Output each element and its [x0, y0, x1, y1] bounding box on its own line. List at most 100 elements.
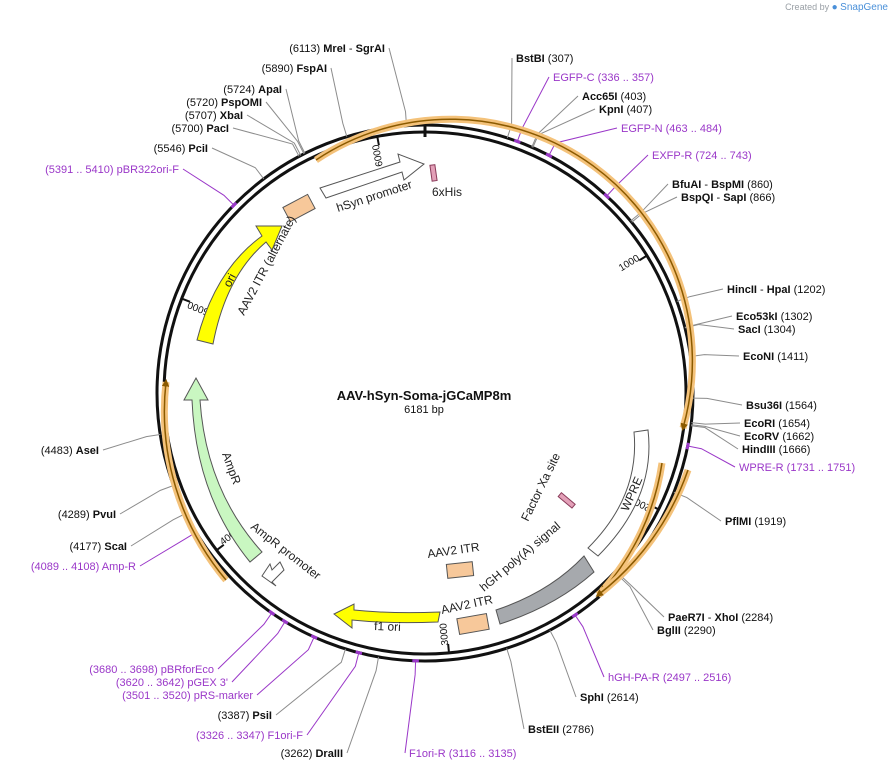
- primer-name: EXFP-R: [652, 150, 695, 162]
- site-leader-line: [232, 127, 300, 157]
- site-leader-line: [119, 485, 174, 515]
- itr-alternate-box: [282, 193, 316, 223]
- site-leader-line: [690, 425, 739, 450]
- primer-label: (5391 .. 5410) pBR322ori-F: [45, 164, 179, 176]
- wpre-arrow: [587, 429, 650, 557]
- primer-range: (336 .. 357): [598, 72, 654, 84]
- watermark-brand: SnapGene: [840, 2, 888, 13]
- site-left: (4289): [58, 509, 93, 521]
- site-name: Eco53kI: [736, 311, 778, 323]
- restriction-site-label: KpnI (407): [599, 104, 652, 116]
- restriction-site-label: (5700) PacI: [172, 123, 230, 135]
- site-name: PacI: [206, 123, 229, 135]
- primer-label: (3680 .. 3698) pBRforEco: [89, 664, 214, 676]
- restriction-site-label: HindIII (1666): [742, 444, 810, 456]
- restriction-site-label: (5720) PspOMI: [186, 97, 262, 109]
- ruler-tick-1000: [638, 255, 647, 262]
- site-leader-line: [620, 575, 665, 618]
- primer-range: (463 .. 484): [666, 123, 722, 135]
- primer-name: pBRforEco: [161, 664, 214, 676]
- site-right: (1564): [782, 400, 817, 412]
- primer-leader-line: [256, 636, 315, 696]
- primer-range: (3116 .. 3135): [449, 748, 517, 760]
- primer-label: (3501 .. 3520) pRS-marker: [122, 690, 253, 702]
- primer-leader-line: [687, 445, 736, 468]
- primer-leader-line: [404, 660, 417, 754]
- hgh-polya-arrow: [495, 555, 595, 625]
- primer-label: F1ori-R (3116 .. 3135): [409, 748, 516, 760]
- primer-binding-mark: [268, 609, 276, 616]
- site-right: (1411): [774, 351, 808, 363]
- restriction-site-label: (3262) DraIII: [281, 748, 343, 760]
- hgh-polya-label: hGH poly(A) signal: [477, 519, 563, 594]
- site-sep: -: [713, 192, 723, 204]
- primer-label: hGH-PA-R (2497 .. 2516): [608, 672, 731, 684]
- site-left: (5700): [172, 123, 207, 135]
- site-name: AseI: [76, 445, 99, 457]
- his-tag-label: 6xHis: [432, 185, 462, 199]
- plasmid-name: AAV-hSyn-Soma-jGCaMP8m: [337, 388, 512, 403]
- site-right: (1304): [761, 324, 796, 336]
- primer-name: hGH-PA-R: [608, 672, 663, 684]
- primer-leader-line: [182, 168, 235, 206]
- site-leader-line: [619, 576, 654, 631]
- restriction-site-label: PflMI (1919): [725, 516, 786, 528]
- restriction-site-label: (5707) XbaI: [185, 110, 243, 122]
- ampr-label: AmpR: [219, 450, 244, 486]
- primer-binding-mark: [545, 152, 553, 159]
- watermark: Created by ● SnapGene: [785, 2, 888, 13]
- restriction-site-label: EcoRI (1654): [744, 418, 810, 430]
- site-right: (2290): [681, 625, 716, 637]
- primer-name: pRS-marker: [194, 690, 254, 702]
- site-leader-line: [549, 629, 577, 698]
- site-leader-line: [130, 513, 186, 547]
- site-left: (4177): [70, 541, 105, 553]
- site-leader-line: [246, 114, 302, 156]
- site-name: HincII: [727, 284, 757, 296]
- primer-label: (3326 .. 3347) F1ori-F: [196, 730, 303, 742]
- restriction-site-label: (4289) PvuI: [58, 509, 116, 521]
- site-name: BglII: [657, 625, 681, 637]
- site-name: EcoRV: [744, 431, 780, 443]
- site-sep: -: [701, 179, 711, 191]
- ori-label: ori: [220, 271, 239, 289]
- site-left: (4483): [41, 445, 76, 457]
- site-left: (3387): [218, 710, 253, 722]
- site-right: (2786): [559, 724, 594, 736]
- primer-label: EXFP-R (724 .. 743): [652, 150, 752, 162]
- ruler-label: 1000: [617, 253, 642, 274]
- primer-label: (3620 .. 3642) pGEX 3': [116, 677, 228, 689]
- site-leader-line: [265, 101, 305, 155]
- site-right: (1302): [778, 311, 813, 323]
- site-right: (866): [746, 192, 775, 204]
- watermark-prefix: Created by: [785, 2, 830, 12]
- restriction-site-label: (5890) FspAI: [262, 63, 327, 75]
- site-left: (5707): [185, 110, 220, 122]
- restriction-site-label: BstBI (307): [516, 53, 573, 65]
- primer-label: EGFP-N (463 .. 484): [621, 123, 722, 135]
- restriction-site-label: HincII - HpaI (1202): [727, 284, 825, 296]
- restriction-site-label: SphI (2614): [580, 692, 639, 704]
- primer-binding-mark: [685, 442, 690, 450]
- site-name: BstEII: [528, 724, 559, 736]
- f1-ori-label: f1 ori: [374, 619, 401, 634]
- site-name: PflMI: [725, 516, 751, 528]
- primer-range: (724 .. 743): [695, 150, 751, 162]
- his-tag-marker: [429, 164, 438, 182]
- ampr-span-arc-core: [161, 379, 227, 581]
- site-leader-line: [285, 88, 306, 154]
- site-name: PvuI: [93, 509, 116, 521]
- insert-span-arc-core: [315, 118, 694, 431]
- restriction-site-label: Eco53kI (1302): [736, 311, 812, 323]
- primer-name: EGFP-N: [621, 123, 666, 135]
- site-left: (5546): [154, 143, 189, 155]
- primer-name: EGFP-C: [553, 72, 598, 84]
- site-left: (3262): [281, 748, 316, 760]
- primer-leader-line: [574, 614, 605, 678]
- site-left: (5724): [223, 84, 258, 96]
- site-leader-line: [692, 397, 743, 406]
- factor-xa-label: Factor Xa site: [518, 450, 563, 523]
- site-leader-line: [211, 147, 265, 180]
- ruler-tick-3000: [447, 643, 450, 652]
- restriction-site-label: (4177) ScaI: [70, 541, 128, 553]
